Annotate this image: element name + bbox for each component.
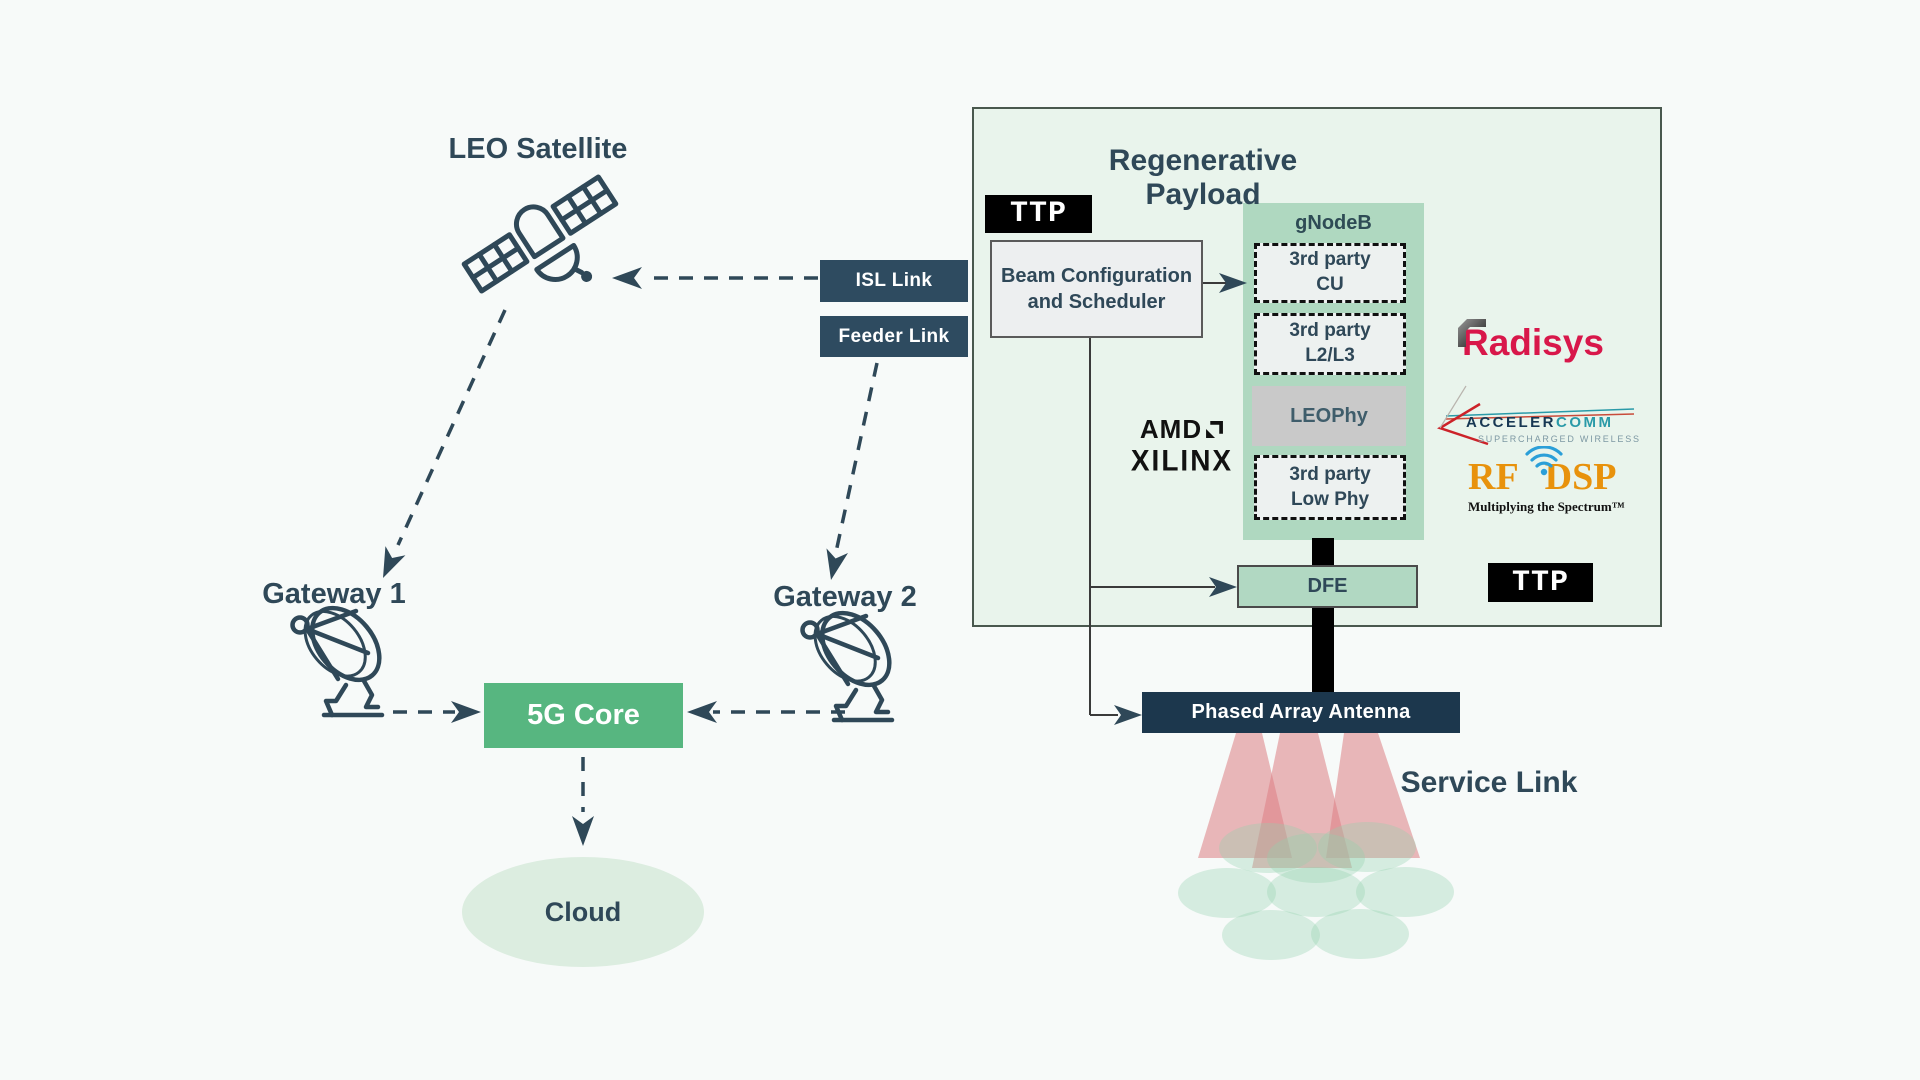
leo-satellite-icon <box>461 174 619 294</box>
l2l3-line1: 3rd party <box>1289 320 1371 342</box>
payload-title: Regenerative Payload <box>1108 144 1298 211</box>
amd-wordmark: AMD <box>1139 414 1203 444</box>
lowphy-box: 3rd party Low Phy <box>1254 455 1406 520</box>
gateway2-dish-icon <box>800 610 895 723</box>
rf-wordmark: RF <box>1468 456 1519 498</box>
radisys-r-mark-icon <box>1458 319 1486 347</box>
amd-xilinx-logo: AMD XILINX <box>1126 414 1238 477</box>
feeder-link-tag: Feeder Link <box>820 316 968 357</box>
feeder-to-gateway2-line <box>834 362 879 553</box>
l2l3-line2: L2/L3 <box>1305 345 1355 366</box>
rfdsp-logo: RF DSP Multiplying the Spectrum™ <box>1468 446 1638 515</box>
leo-satellite-label: LEO Satellite <box>448 133 628 165</box>
lowphy-line2: Low Phy <box>1290 488 1370 510</box>
beam-footprint-cells <box>1178 822 1454 960</box>
accelercomm-wordmark-right: COMM <box>1556 414 1614 431</box>
gateway1-dish-icon <box>290 605 385 718</box>
gateway1-label: Gateway 1 <box>262 578 406 610</box>
radisys-logo: Radisys <box>1458 319 1604 364</box>
isl-link-tag: ISL Link <box>820 260 968 302</box>
antenna-feed-bar <box>1312 538 1334 694</box>
radisys-wordmark: Radisys <box>1462 322 1604 363</box>
accelercomm-logo: ACCELERCOMM SUPERCHARGED WIRELESS <box>1436 398 1646 450</box>
accelercomm-tagline: SUPERCHARGED WIRELESS <box>1478 434 1641 444</box>
amd-arrow-icon <box>1206 421 1224 438</box>
payload-wiring-arrowheads <box>1114 273 1247 725</box>
accelercomm-swoosh <box>1437 385 1635 446</box>
cu-line1: 3rd party <box>1289 249 1371 271</box>
xilinx-wordmark: XILINX <box>1130 444 1234 477</box>
service-link-label: Service Link <box>1400 766 1578 799</box>
ttp-logo-top: TTP <box>985 195 1092 233</box>
gnodeb-label: gNodeB <box>1295 212 1372 234</box>
cu-box: 3rd party CU <box>1254 243 1406 303</box>
wifi-icon <box>1525 446 1563 476</box>
accelercomm-wordmark-left: ACCELER <box>1466 414 1557 431</box>
beam-config-line2: and Scheduler <box>1027 291 1166 313</box>
cloud-node: Cloud <box>462 857 704 967</box>
beam-config-box: Beam Configuration and Scheduler <box>990 240 1203 338</box>
ttp-logo-bottom: TTP <box>1488 563 1593 602</box>
cu-line2: CU <box>1316 274 1344 295</box>
arrowheads <box>383 267 848 846</box>
satellite-to-gateway1-line <box>396 309 507 546</box>
beam-config-line1: Beam Configuration <box>1000 265 1193 287</box>
lowphy-line1: 3rd party <box>1289 463 1371 485</box>
dsp-wordmark: DSP <box>1544 456 1617 498</box>
payload-wiring <box>1089 282 1228 716</box>
dfe-box: DFE <box>1237 565 1418 608</box>
l2l3-box: 3rd party L2/L3 <box>1254 313 1406 375</box>
leophy-box: LEOPhy <box>1252 386 1406 446</box>
rfdsp-tagline: Multiplying the Spectrum™ <box>1468 499 1625 514</box>
service-beam-cones <box>1198 733 1420 868</box>
gateway2-label: Gateway 2 <box>773 581 917 613</box>
core-node: 5G Core <box>484 683 683 748</box>
phased-array-antenna-box: Phased Array Antenna <box>1142 692 1460 733</box>
